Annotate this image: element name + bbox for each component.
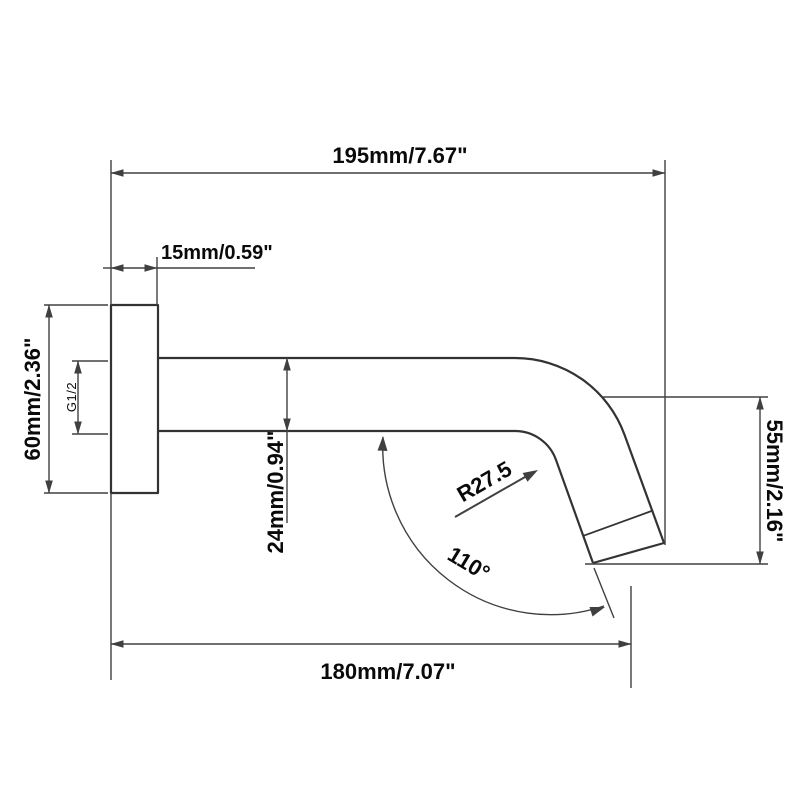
spout-angle-label: 110° [443,541,494,585]
reach-label: 180mm/7.07" [320,659,455,684]
wall-flange-outline [109,303,160,495]
drop-height-label: 55mm/2.16" [762,420,787,543]
angle-arc-arrow-right [589,607,605,617]
pipe-outer-edge-and-end-face [158,356,666,565]
spout-aerator-band-line [583,509,654,537]
radius-leader-arrow [522,470,538,482]
overall-length-label: 195mm/7.67" [332,143,467,168]
flange-depth-label: 15mm/0.59" [161,242,273,264]
dimension-lines-group [45,169,764,648]
pipe-diameter-label: 24mm/0.94" [263,431,288,554]
thread-size-label: G1/2 [64,382,79,412]
angle-arc-arrow-up [377,436,388,451]
radius-leader-line [454,472,533,518]
dimension-labels-group: 195mm/7.67" 15mm/0.59" 60mm/2.36" G1/2 2… [20,143,787,684]
extension-lines-group [44,160,768,688]
angle-arc-110 [382,436,605,616]
part-outline-group [109,303,666,565]
flange-diameter-label: 60mm/2.36" [20,338,45,461]
ext-line-spout-axis-stub [593,567,615,619]
pipe-inner-edge [158,429,595,564]
